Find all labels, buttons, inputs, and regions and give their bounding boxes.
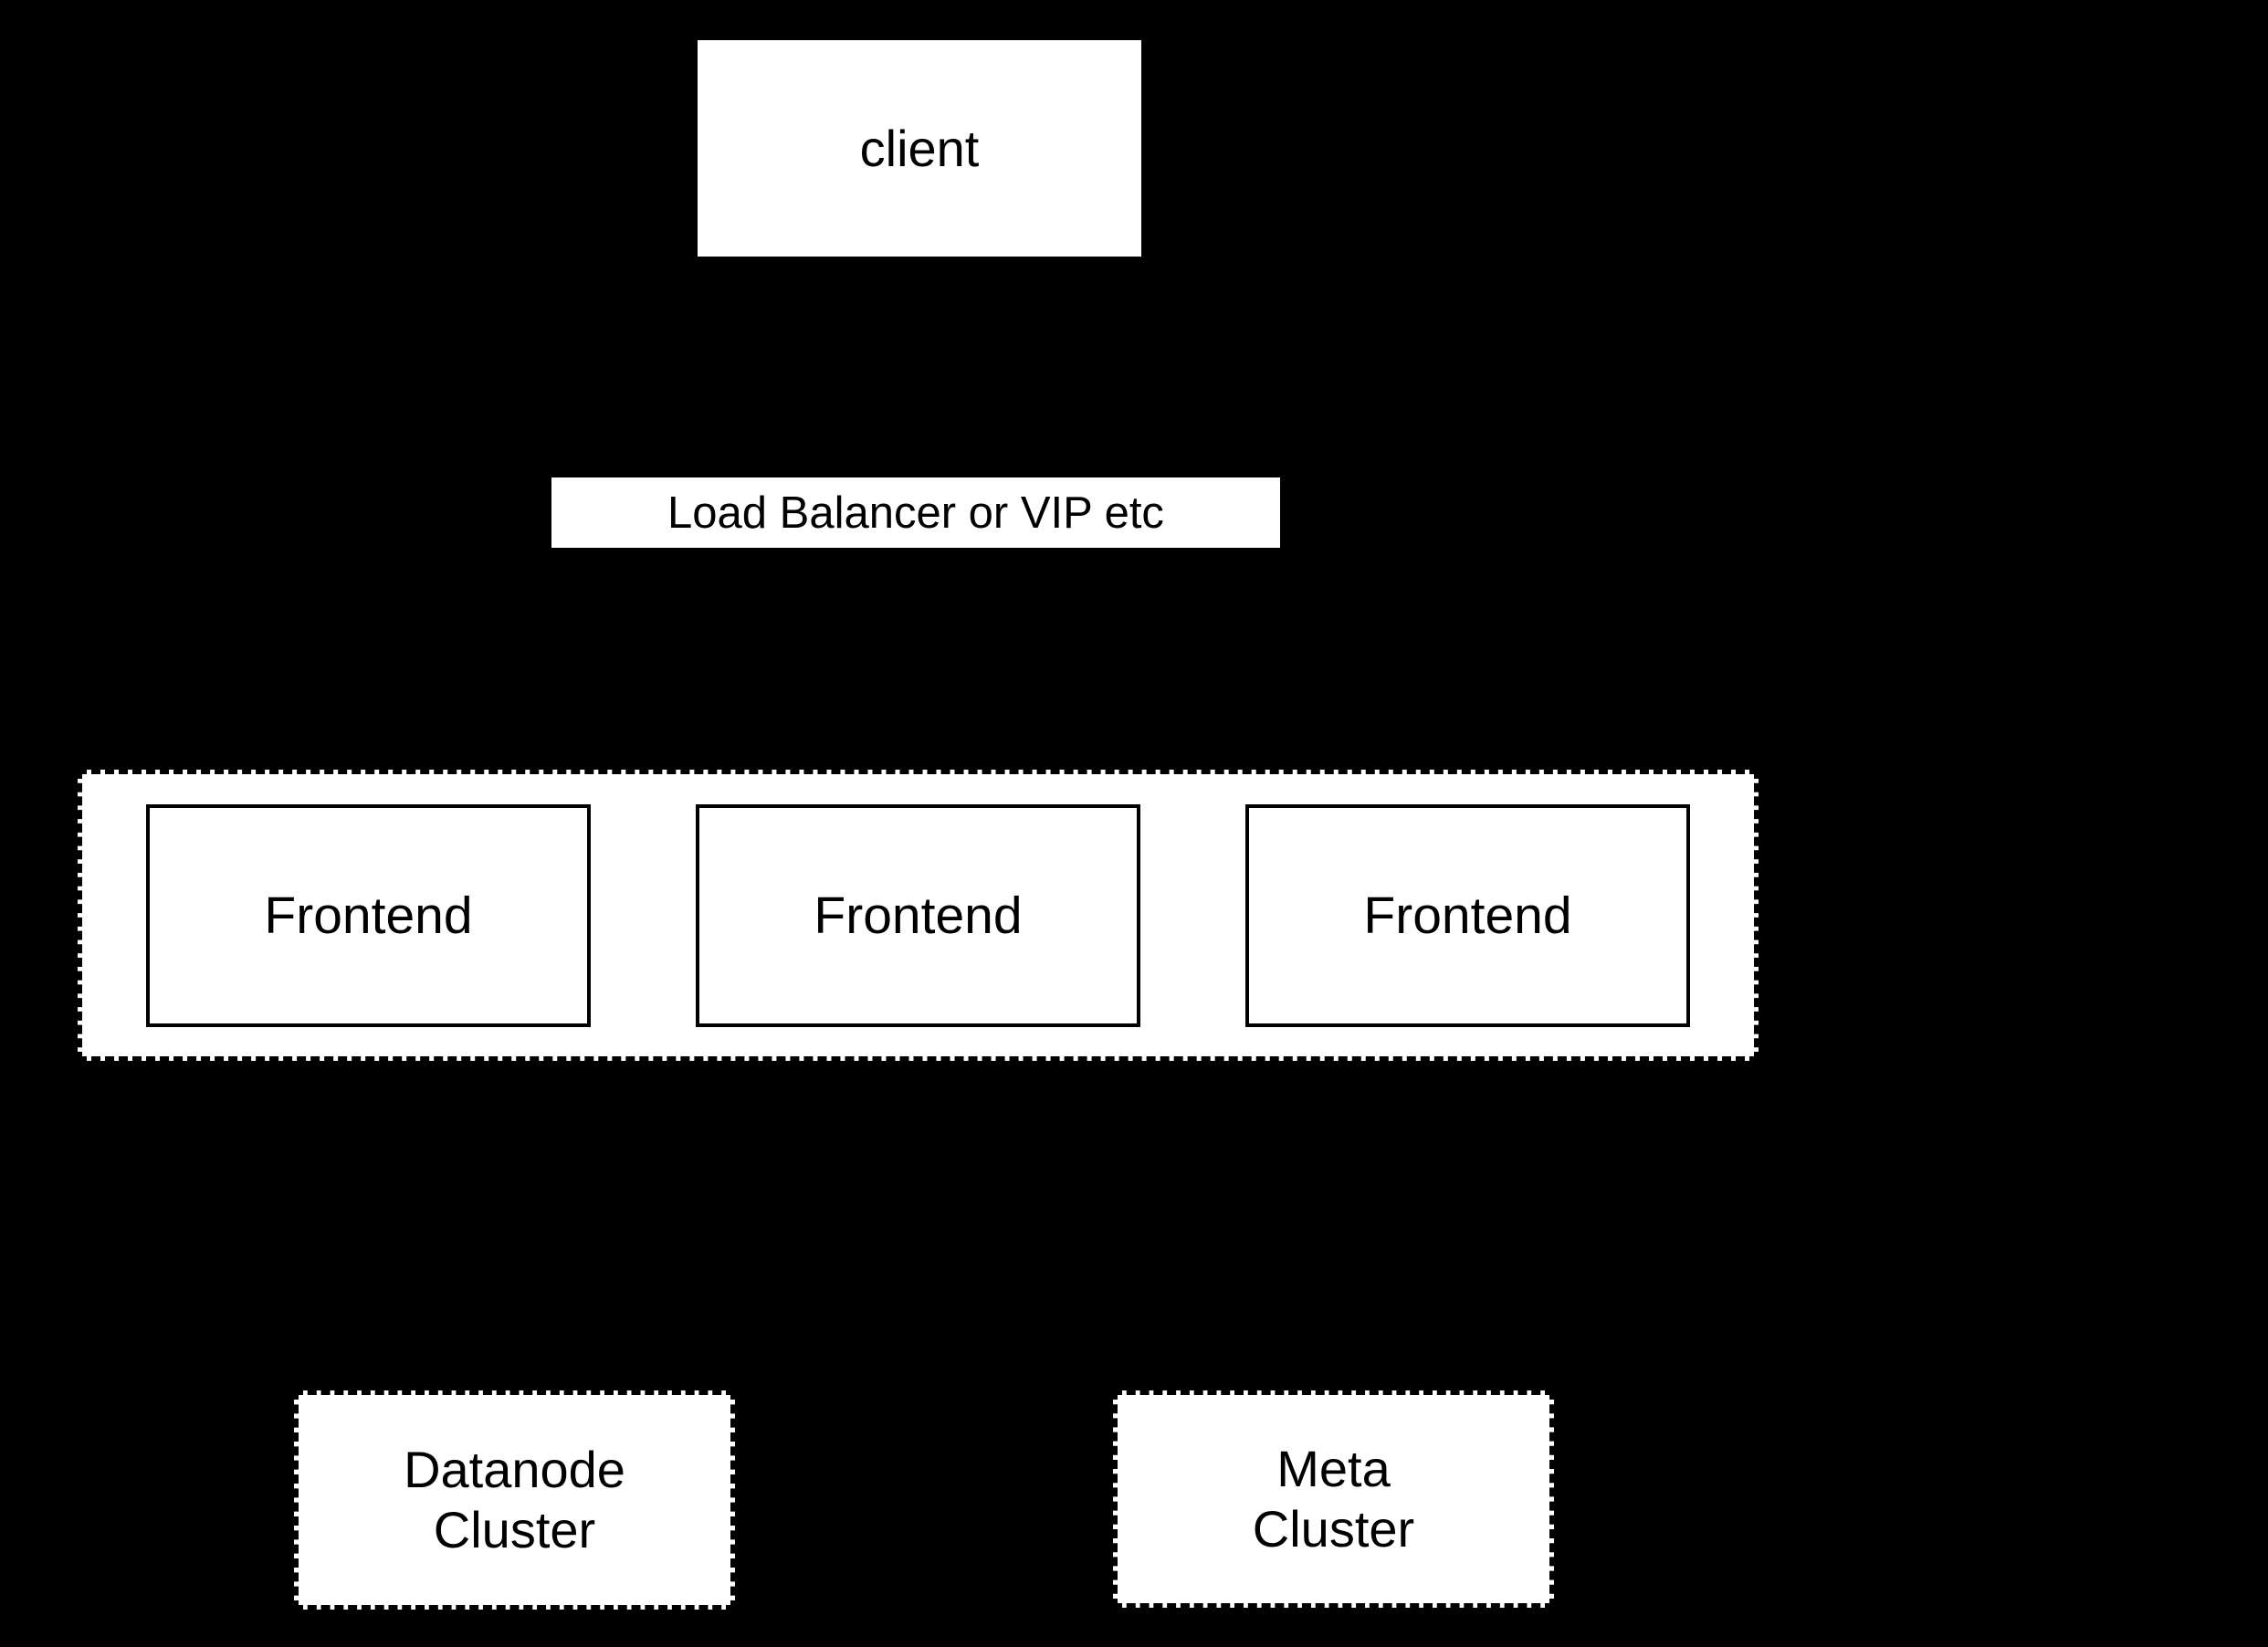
frontend-label: Frontend	[264, 886, 473, 945]
datanode-cluster-label-line2: Cluster	[433, 1501, 596, 1558]
meta-cluster-label-line2: Cluster	[1252, 1500, 1415, 1558]
frontend-node-2: Frontend	[696, 803, 1140, 1027]
load-balancer-label: Load Balancer or VIP etc	[667, 488, 1164, 538]
client-label: client	[859, 120, 980, 177]
frontend-label: Frontend	[814, 886, 1023, 945]
frontend-group: Frontend Frontend Frontend	[78, 770, 1759, 1061]
meta-cluster-label-line1: Meta	[1276, 1439, 1391, 1497]
frontend-node-3: Frontend	[1245, 803, 1690, 1027]
meta-cluster-node: Meta Cluster	[1113, 1390, 1554, 1608]
frontend-label: Frontend	[1363, 886, 1572, 945]
load-balancer-node: Load Balancer or VIP etc	[551, 477, 1280, 548]
frontend-node-1: Frontend	[146, 803, 591, 1027]
datanode-cluster-label-line1: Datanode	[404, 1440, 625, 1498]
datanode-cluster-node: Datanode Cluster	[294, 1390, 735, 1610]
client-node: client	[698, 40, 1141, 257]
